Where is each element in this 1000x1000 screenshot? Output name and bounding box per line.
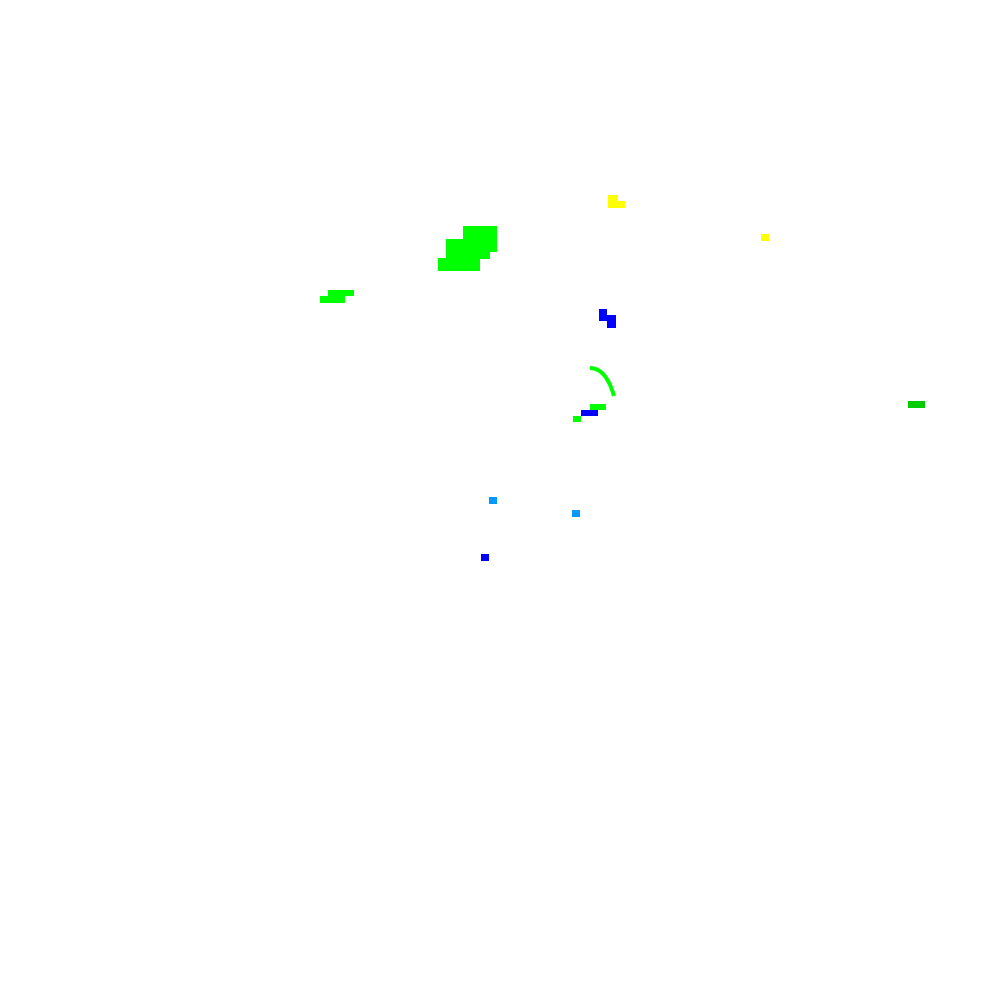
dark-green-blob-right xyxy=(908,401,925,408)
yellow-blob-top xyxy=(608,195,625,208)
green-blob-large xyxy=(438,226,497,271)
green-blob-small-1 xyxy=(590,404,606,410)
light-blue-dot-1 xyxy=(489,497,497,504)
light-blue-dot-2 xyxy=(572,510,580,517)
green-blob-left xyxy=(320,290,354,303)
blue-bar xyxy=(581,410,598,416)
blue-dot-bottom xyxy=(481,554,489,561)
yellow-dot-right xyxy=(761,234,769,241)
green-arc xyxy=(589,366,616,397)
blue-blob-middle xyxy=(599,309,616,328)
green-blob-small-2 xyxy=(573,416,581,422)
